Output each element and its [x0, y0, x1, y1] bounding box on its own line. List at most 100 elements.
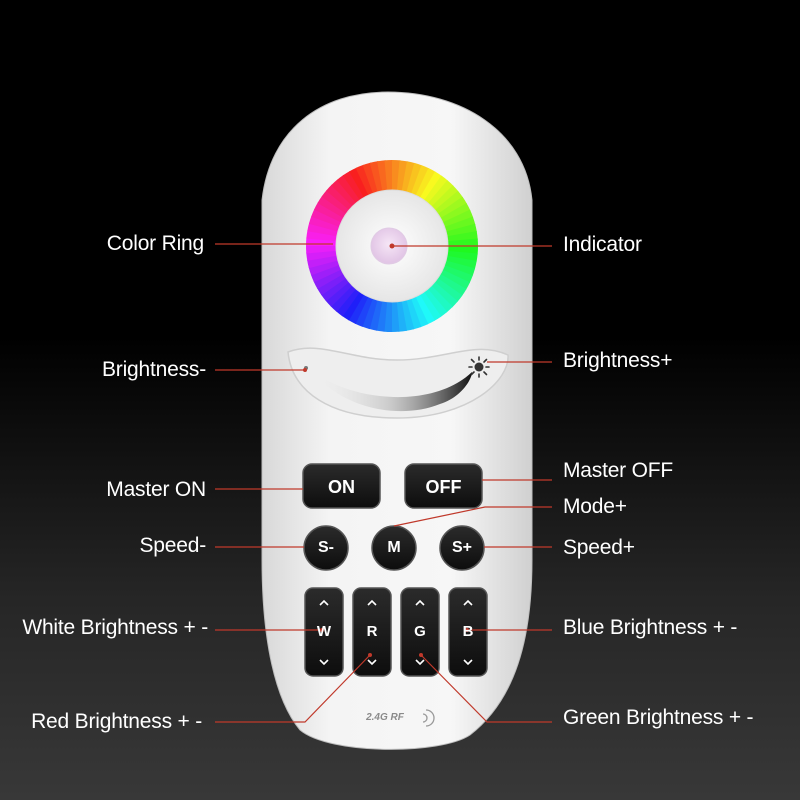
- callout-lines: [215, 243, 552, 723]
- chevron-up-icon[interactable]: [415, 599, 425, 606]
- color-ring-segment: [321, 189, 350, 214]
- color-ring-segment: [392, 160, 401, 191]
- color-ring-segment: [307, 255, 338, 269]
- color-ring-segment: [447, 250, 478, 263]
- callout-line-red: [215, 654, 371, 723]
- color-ring-segment: [316, 273, 347, 296]
- color-ring-segment: [330, 285, 357, 312]
- color-ring-segment: [349, 167, 369, 198]
- master-on-label: Master ON: [106, 478, 206, 501]
- color-ring-segment: [396, 301, 407, 332]
- color-ring-segment: [326, 184, 353, 211]
- color-ring-segment: [442, 265, 473, 284]
- color-ring-segment: [342, 170, 365, 201]
- brightness-slider-bezel: [287, 347, 509, 419]
- indicator-label: Indicator: [563, 233, 642, 256]
- color-ring-segment: [377, 160, 388, 191]
- blue-brightness-label: Blue Brightness + -: [563, 616, 738, 639]
- color-ring-segment: [445, 255, 477, 270]
- color-ring-segment: [306, 229, 337, 242]
- white-brightness-button[interactable]: [304, 587, 344, 677]
- color-ring-segment: [401, 161, 416, 193]
- color-ring-segment: [440, 203, 471, 223]
- color-ring-segment: [311, 208, 342, 227]
- master-off-label: Master OFF: [563, 459, 674, 482]
- color-ring-segment: [308, 215, 340, 232]
- color-ring-segment: [423, 288, 448, 318]
- color-ring-segment: [305, 244, 337, 254]
- color-ring-segment: [368, 299, 383, 331]
- mode-plus-label: Mode+: [563, 495, 627, 518]
- color-ring-segment: [331, 179, 357, 207]
- color-ring-segment: [307, 222, 339, 237]
- color-ring-segment: [431, 281, 458, 308]
- color-ring-segment: [306, 250, 337, 261]
- speed-minus-button[interactable]: [303, 525, 349, 571]
- speed-plus-button[interactable]: [439, 525, 485, 571]
- rf-wave-icon: [422, 709, 435, 727]
- chevron-down-icon[interactable]: [319, 659, 329, 666]
- color-ring-segment: [401, 300, 415, 331]
- color-ring-segment: [383, 301, 392, 332]
- red-brightness-button[interactable]: [352, 587, 392, 677]
- color-ring-segment: [420, 171, 443, 201]
- speed-plus-label: Speed+: [563, 536, 635, 559]
- color-ring-segment: [314, 202, 344, 223]
- chevron-down-icon[interactable]: [367, 659, 377, 666]
- color-ring-segment: [354, 296, 373, 327]
- color-ring[interactable]: [305, 160, 478, 332]
- off-button[interactable]: [404, 463, 483, 509]
- chevron-up-icon[interactable]: [319, 599, 329, 606]
- color-ring-segment: [361, 298, 378, 330]
- color-ring-segment: [335, 288, 360, 317]
- color-ring-segment: [419, 291, 442, 322]
- red-brightness-label: Red Brightness + -: [31, 710, 202, 733]
- brightness-minus-label: Brightness-: [101, 358, 206, 381]
- color-ring-segment: [427, 285, 453, 313]
- color-ring-segment: [447, 231, 478, 242]
- callout-dots: [303, 243, 469, 657]
- color-ring-segment: [437, 274, 467, 297]
- color-ring-segment: [320, 277, 350, 302]
- on-button[interactable]: [302, 463, 381, 509]
- green-brightness-button[interactable]: [400, 587, 440, 677]
- color-ring-segment: [442, 209, 474, 228]
- color-ring-label: Color Ring: [106, 232, 204, 255]
- chevron-up-icon[interactable]: [463, 599, 473, 606]
- color-ring-segment: [348, 294, 369, 324]
- color-ring-segment: [431, 185, 459, 211]
- color-ring-segment: [317, 195, 347, 218]
- chevron-down-icon[interactable]: [463, 659, 473, 666]
- color-ring-segment: [336, 174, 361, 204]
- white-brightness-label: White Brightness + -: [22, 616, 208, 639]
- blue-brightness-button[interactable]: [448, 587, 488, 677]
- sun-icon[interactable]: [468, 356, 490, 378]
- color-ring-segment: [369, 161, 383, 192]
- color-ring-segment: [308, 259, 340, 276]
- color-ring-segment: [434, 278, 463, 303]
- brightness-plus-label: Brightness+: [563, 349, 673, 372]
- chevron-down-icon[interactable]: [415, 659, 425, 666]
- mode-button[interactable]: [371, 525, 417, 571]
- green-brightness-label: Green Brightness + -: [563, 706, 754, 729]
- color-ring-segment: [405, 298, 422, 330]
- callout-line-mode: [393, 506, 552, 527]
- chevron-up-icon[interactable]: [367, 599, 377, 606]
- color-ring-segment: [310, 264, 342, 283]
- color-ring-segment: [437, 196, 468, 219]
- color-ring-segment: [406, 162, 423, 194]
- color-ring-segment: [434, 190, 464, 215]
- color-ring-segment: [375, 301, 388, 332]
- color-ring-segment: [444, 260, 476, 277]
- speed-minus-label: Speed-: [139, 534, 206, 557]
- color-ring-segment: [427, 180, 454, 207]
- color-ring-segment: [444, 216, 476, 233]
- color-ring-segment: [424, 175, 449, 204]
- color-ring-segment: [415, 294, 435, 325]
- color-ring-segment: [313, 269, 344, 289]
- brightness-slider[interactable]: [306, 365, 472, 412]
- color-ring-segment: [325, 281, 353, 307]
- color-ring-segment: [355, 164, 374, 196]
- color-ring-segment: [362, 162, 379, 194]
